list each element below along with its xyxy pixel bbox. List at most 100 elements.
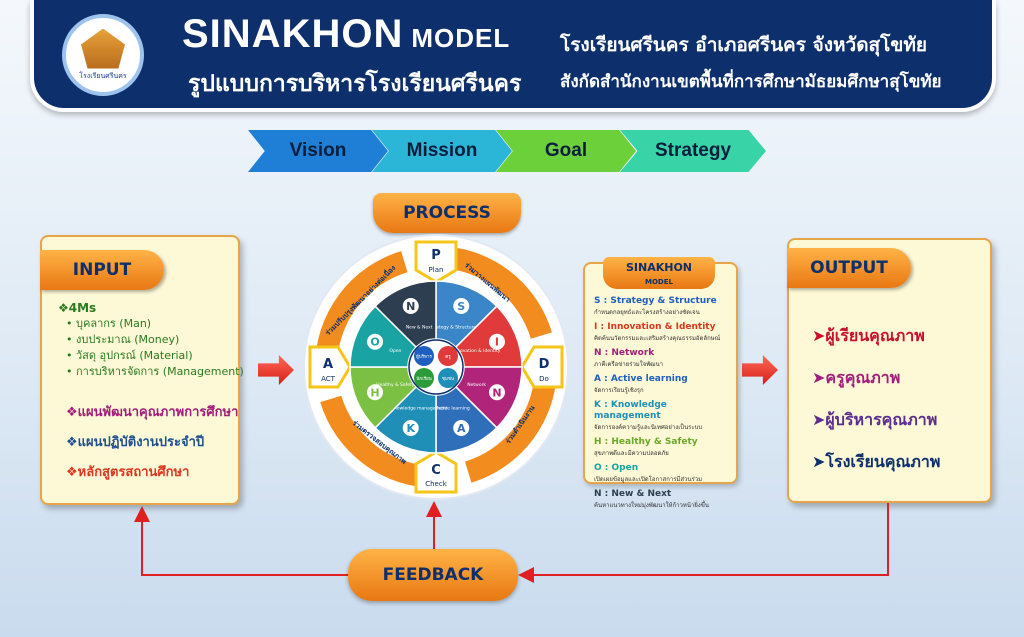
school-logo: โรงเรียนศรีนคร [62, 14, 144, 96]
wheel-letter-badge [365, 331, 386, 352]
wheel-label: Knowledge management [391, 406, 448, 412]
sinakhon-item-desc: เปิดเผยข้อมูลและเปิดโอกาสการมีส่วนร่วม [594, 476, 703, 483]
model-title-main: SINAKHON [182, 12, 404, 56]
sinakhon-model-title: SINAKHON [625, 261, 693, 274]
center-student: นักเรียน [416, 376, 431, 382]
model-title-suffix: MODEL [411, 23, 511, 53]
sinakhon-item-desc: ภาคีเครือข่ายร่วมใจพัฒนา [594, 361, 664, 368]
wheel-letter-badge [365, 382, 386, 403]
input-tab: INPUT [40, 250, 164, 290]
chevron-goal: Goal [496, 130, 636, 172]
wheel-letter-badge [400, 296, 421, 317]
input-item-man: • บุคลากร (Man) [66, 317, 152, 330]
sinakhon-model-items: S : Strategy & Structure กำหนดกลยุทธ์และโ… [594, 296, 732, 515]
wheel-label: New & Next [406, 324, 433, 330]
pdca-do-word: Do [539, 375, 549, 383]
input-4ms-head: ❖4Ms [58, 301, 97, 315]
pdca-plan-word: Plan [429, 266, 444, 274]
wheel-letter: O [370, 336, 379, 349]
center-community: ชุมชน [442, 376, 454, 382]
output-list: ➤ผู้เรียนคุณภาพ ➤ครูคุณภาพ ➤ผู้บริหารคุณ… [812, 315, 940, 483]
chevron-mission: Mission [372, 130, 512, 172]
sinakhon-model-sub: MODEL [645, 278, 673, 286]
sinakhon-item: K : Knowledge management จัดการองค์ความรู… [594, 400, 732, 433]
wheel-letter-badge [400, 417, 421, 438]
wheel-letter-badge [451, 296, 472, 317]
pdca-act-letter: A [323, 357, 333, 372]
header-banner [30, 0, 996, 112]
sinakhon-item-title: I : Innovation & Identity [594, 322, 716, 332]
pdca-check-letter: C [431, 463, 441, 478]
logo-text: โรงเรียนศรีนคร [79, 71, 127, 80]
sinakhon-item: S : Strategy & Structure กำหนดกลยุทธ์และโ… [594, 296, 732, 318]
input-resources: ❖4Ms • บุคลากร (Man) • งบประมาณ (Money) … [58, 300, 244, 380]
output-quality-students: ➤ผู้เรียนคุณภาพ [812, 326, 925, 345]
wheel-letter-badge [486, 331, 507, 352]
wheel-label: Innovation & Identity [453, 348, 501, 354]
pdca-plan-letter: P [431, 248, 441, 263]
center-teacher-dot [438, 346, 458, 366]
sinakhon-model-panel [583, 262, 738, 484]
sinakhon-item-desc: คิดค้นนวัตกรรมและเสริมสร้างคุณธรรมอัตลัก… [594, 335, 721, 342]
pdca-do: D Do [520, 345, 564, 389]
pdca-plan: P Plan [414, 240, 458, 284]
center-admin-dot [414, 346, 434, 366]
sinakhon-item-title: N : New & Next [594, 489, 672, 499]
school-location: โรงเรียนศรีนคร อำเภอศรีนคร จังหวัดสุโขทั… [560, 34, 927, 56]
input-item-material: • วัสดุ อุปกรณ์ (Material) [66, 349, 193, 362]
sinakhon-item: N : New & Next ค้นหาแนวทางใหม่มุ่งพัฒนาให… [594, 489, 732, 511]
model-subtitle: รูปแบบการบริหารโรงเรียนศรีนคร [188, 71, 522, 97]
input-plans: ❖แผนพัฒนาคุณภาพการศึกษา ❖แผนปฏิบัติงานปร… [66, 398, 238, 488]
process-label: PROCESS [373, 193, 521, 233]
feedback-from-output-line [518, 503, 889, 583]
chevron-strategy: Strategy [620, 130, 766, 172]
wheel-letter: K [406, 422, 415, 435]
wheel-letter: A [457, 422, 466, 435]
pdca-act: A ACT [308, 345, 352, 389]
sinakhon-item-desc: จัดการองค์ความรู้และนิเทศอย่างเป็นระบบ [594, 424, 703, 431]
input-item-management: • การบริหารจัดการ (Management) [66, 365, 244, 378]
sinakhon-item-desc: กำหนดกลยุทธ์และโครงสร้างอย่างชัดเจน [594, 309, 700, 316]
input-plan-annual: ❖แผนปฏิบัติงานประจำปี [66, 435, 205, 450]
sinakhon-item-title: N : Network [594, 348, 655, 358]
input-item-money: • งบประมาณ (Money) [66, 333, 180, 346]
process-cycle-diagram: P Plan D Do C Check A ACT ร่วมวางแผนพัฒน… [303, 234, 569, 500]
center-teacher: ครู [445, 354, 451, 360]
sinakhon-item-desc: ค้นหาแนวทางใหม่มุ่งพัฒนาให้ก้าวหน้ายิ่งข… [594, 502, 709, 509]
wheel-letter-badge [451, 417, 472, 438]
pdca-check: C Check [414, 450, 458, 494]
output-tab: OUTPUT [787, 248, 911, 288]
output-quality-teachers: ➤ครูคุณภาพ [812, 368, 901, 387]
sinakhon-item-title: H : Healthy & Safety [594, 437, 698, 447]
wheel-label: Strategy & Structure [430, 324, 477, 330]
feedback-to-input-line [134, 506, 348, 576]
feedback-label: FEEDBACK [348, 549, 518, 601]
pdca-act-word: ACT [321, 375, 336, 383]
output-quality-school: ➤โรงเรียนคุณภาพ [812, 452, 941, 471]
center-student-dot [414, 368, 434, 388]
sinakhon-item: A : Active learning จัดการเรียนรู้เชิงรุก [594, 374, 732, 396]
pdca-do-letter: D [539, 357, 550, 372]
wheel-label: Network [467, 382, 486, 388]
school-affiliation: สังกัดสำนักงานเขตพื้นที่การศึกษามัธยมศึก… [560, 72, 942, 92]
sinakhon-item-title: S : Strategy & Structure [594, 296, 717, 306]
center-community-dot [438, 368, 458, 388]
sinakhon-item-title: O : Open [594, 463, 639, 473]
sinakhon-item-title: K : Knowledge management [594, 400, 667, 421]
input-plan-curriculum: ❖หลักสูตรสถานศึกษา [66, 465, 190, 480]
sinakhon-item: I : Innovation & Identity คิดค้นนวัตกรรมแ… [594, 322, 732, 344]
chevron-vision: Vision [248, 130, 388, 172]
wheel-letter: N [406, 300, 415, 313]
wheel-label: Active learning [436, 406, 470, 412]
wheel-letter-badge [486, 382, 507, 403]
sinakhon-item-title: A : Active learning [594, 374, 688, 384]
sinakhon-item-desc: จัดการเรียนรู้เชิงรุก [594, 387, 644, 394]
wheel-letter: S [457, 300, 465, 313]
sinakhon-model-tab: SINAKHON MODEL [603, 257, 715, 289]
wheel-letter: H [370, 386, 379, 399]
center-admin: ผู้บริหาร [416, 354, 432, 360]
